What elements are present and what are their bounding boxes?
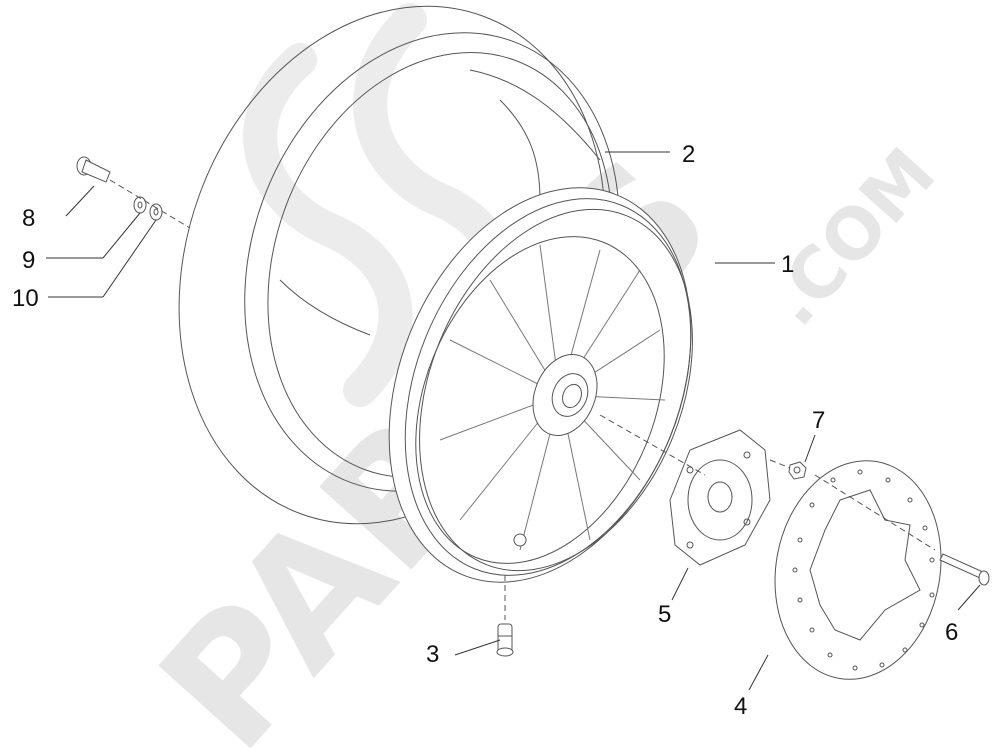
watermark-suffix: .COM [752,133,952,342]
callout-9: 9 [22,247,35,274]
axis-lines [109,179,936,620]
screw-part [939,553,990,586]
leader-lines [46,151,981,691]
rim-part [388,187,693,583]
brake-disc-part [774,460,942,680]
watermark-logo-icon [243,43,413,407]
valve-part [496,623,514,657]
washer-part [133,196,163,221]
callout-6: 6 [945,619,958,646]
callout-5: 5 [658,601,671,628]
nut-part [788,461,807,480]
callout-10: 10 [12,285,39,312]
flange-part [669,429,771,566]
callout-1: 1 [781,251,794,278]
callout-4: 4 [734,693,747,720]
axle-bolt-part [76,156,111,183]
callout-3: 3 [426,641,439,668]
callout-7: 7 [812,407,825,434]
callout-8: 8 [22,205,35,232]
callout-2: 2 [682,141,695,168]
